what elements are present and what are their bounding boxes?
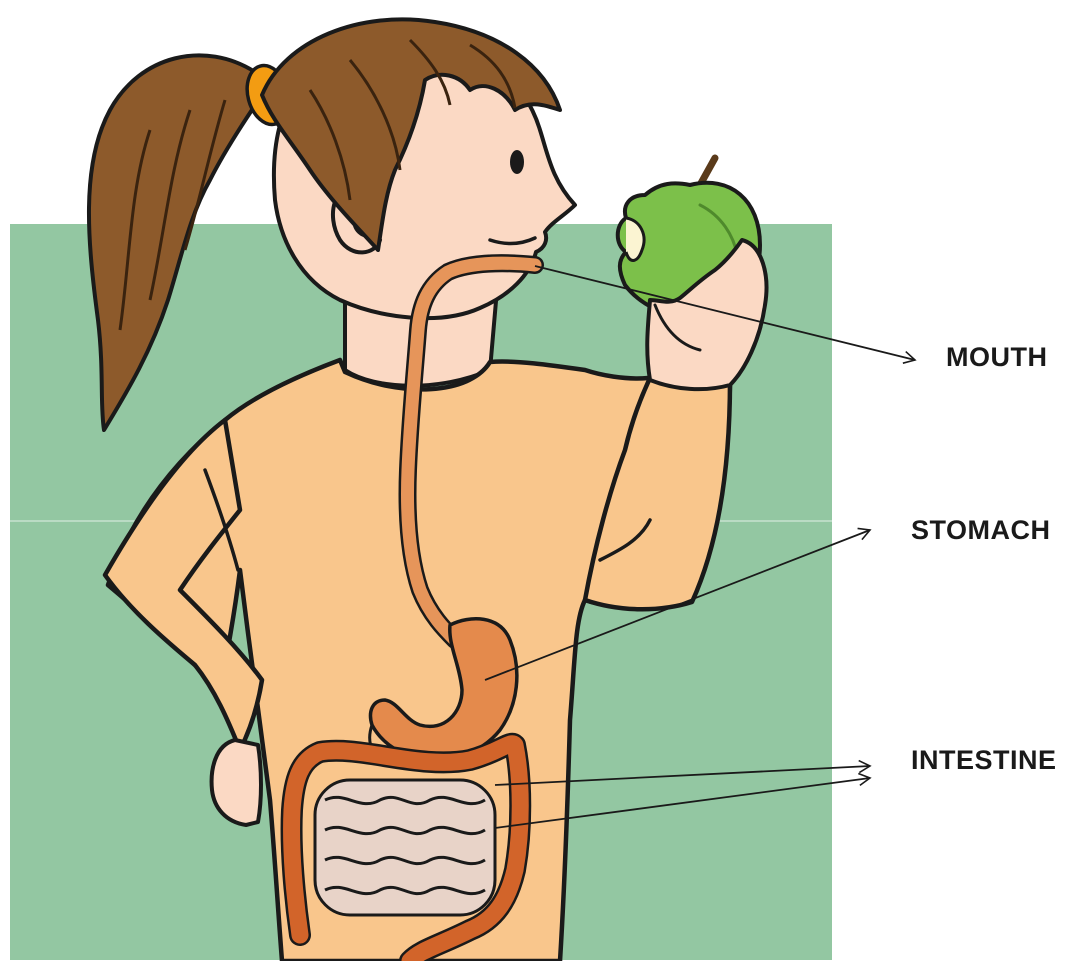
small-intestine — [315, 780, 495, 915]
left-hand — [212, 740, 261, 825]
eye — [510, 150, 524, 174]
mouth-label: MOUTH — [946, 342, 1047, 373]
stomach-label: STOMACH — [911, 515, 1051, 546]
intestine-label: INTESTINE — [911, 745, 1057, 776]
